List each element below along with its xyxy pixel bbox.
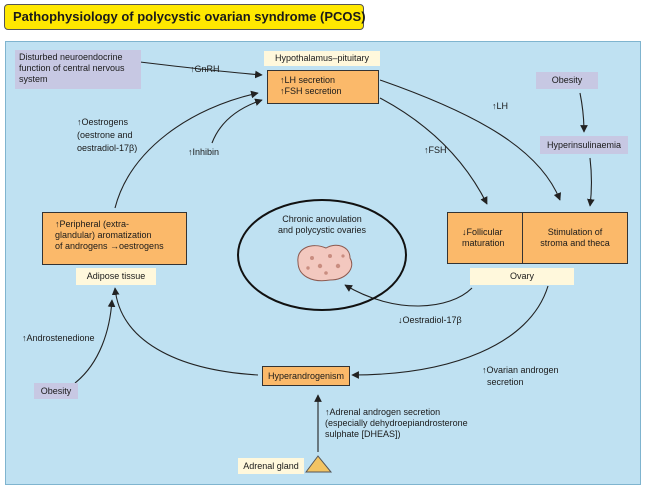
stroma-line-2: stroma and theca: [540, 238, 610, 248]
arrow-inhibin: [211, 98, 263, 144]
ovarian-androgen-label: ↑Ovarian androgen secretion: [482, 364, 559, 388]
arrow-obesity-hyperinsulinaemia: [579, 92, 588, 133]
stroma-line-1: Stimulation of: [547, 227, 603, 237]
adrenal-line-2: (especially dehydroepiandrosterone: [325, 418, 468, 428]
inhibin-label: ↑Inhibin: [188, 147, 220, 157]
oestrogens-line-1: ↑Oestrogens: [77, 117, 129, 127]
neuroendocrine-line-2: function of central nervous: [19, 63, 125, 73]
adrenal-line-3: sulphate [DHEAS]): [325, 429, 401, 439]
hypothalamus-pituitary-box: Hypothalamus–pituitary: [264, 51, 380, 66]
aromatization-line-1: ↑Peripheral (extra-: [55, 219, 130, 229]
ovarian-line-2: secretion: [487, 377, 524, 387]
ovarian-line-1: ↑Ovarian androgen: [482, 365, 559, 375]
neuroendocrine-box: Disturbed neuroendocrine function of cen…: [15, 50, 141, 89]
chronic-line-1: Chronic anovulation: [282, 214, 362, 224]
chronic-line-2: and polycystic ovaries: [277, 225, 367, 235]
ovary-box: Ovary: [470, 268, 574, 285]
arrow-oestrogens: [114, 90, 259, 209]
oestrogens-line-3: oestradiol-17β): [77, 143, 138, 153]
adrenal-androgen-label: ↑Adrenal androgen secretion (especially …: [325, 407, 468, 440]
neuroendocrine-line-1: Disturbed neuroendocrine: [19, 52, 123, 62]
ovary-illustration: [297, 244, 353, 282]
adrenal-line-1: ↑Adrenal androgen secretion: [325, 407, 441, 417]
androstenedione-label: ↑Androstenedione: [22, 333, 95, 343]
aromatization-line-3: of androgens →oestrogens: [55, 241, 164, 251]
gnrh-label: ↑GnRH: [190, 64, 220, 74]
aromatization-box: ↑Peripheral (extra- glandular) aromatiza…: [42, 212, 187, 265]
chronic-anovulation-label: Chronic anovulation and polycystic ovari…: [272, 214, 372, 236]
lh-label: ↑LH: [492, 101, 509, 111]
fsh-label: ↑FSH: [424, 145, 447, 155]
oestrogens-label: ↑Oestrogens (oestrone and oestradiol-17β…: [77, 116, 137, 155]
neuroendocrine-line-3: system: [19, 74, 48, 84]
arrow-oestradiol: [344, 284, 473, 307]
lh-fsh-secretion-box: ↑LH secretion ↑FSH secretion: [267, 70, 379, 104]
arrow-gnrh: [139, 61, 263, 79]
obesity-top-box: Obesity: [536, 72, 598, 89]
stroma-theca-box: Stimulation of stroma and theca: [522, 212, 628, 264]
arrow-fsh: [379, 97, 488, 205]
aromatization-line-2: glandular) aromatization: [55, 230, 152, 240]
arrow-androstenedione: [74, 299, 116, 384]
arrow-hyperandrogenism-adipose: [111, 287, 259, 376]
diagram-title: Pathophysiology of polycystic ovarian sy…: [4, 4, 366, 30]
lh-secretion-text: ↑LH secretion: [280, 75, 336, 85]
hyperinsulinaemia-box: Hyperinsulinaemia: [540, 136, 628, 154]
adrenal-gland-box: Adrenal gland: [238, 458, 304, 474]
arrow-ovarian-androgen: [351, 285, 549, 379]
adipose-tissue-box: Adipose tissue: [76, 268, 156, 285]
obesity-bottom-box: Obesity: [34, 383, 78, 399]
fsh-secretion-text: ↑FSH secretion: [280, 86, 342, 96]
hyperandrogenism-box: Hyperandrogenism: [262, 366, 350, 386]
adrenal-triangle-icon: [305, 455, 333, 473]
follicular-maturation-box: ↓Follicular maturation: [447, 212, 523, 264]
arrow-hyperinsulinaemia-stroma: [587, 157, 595, 207]
follicular-line-1: ↓Follicular: [462, 227, 503, 237]
oestrogens-line-2: (oestrone and: [77, 130, 133, 140]
oestradiol-label: ↓Oestradiol-17β: [398, 315, 462, 325]
follicular-line-2: maturation: [462, 238, 505, 248]
arrow-lh: [379, 79, 561, 201]
chronic-anovulation-oval: [237, 199, 407, 311]
